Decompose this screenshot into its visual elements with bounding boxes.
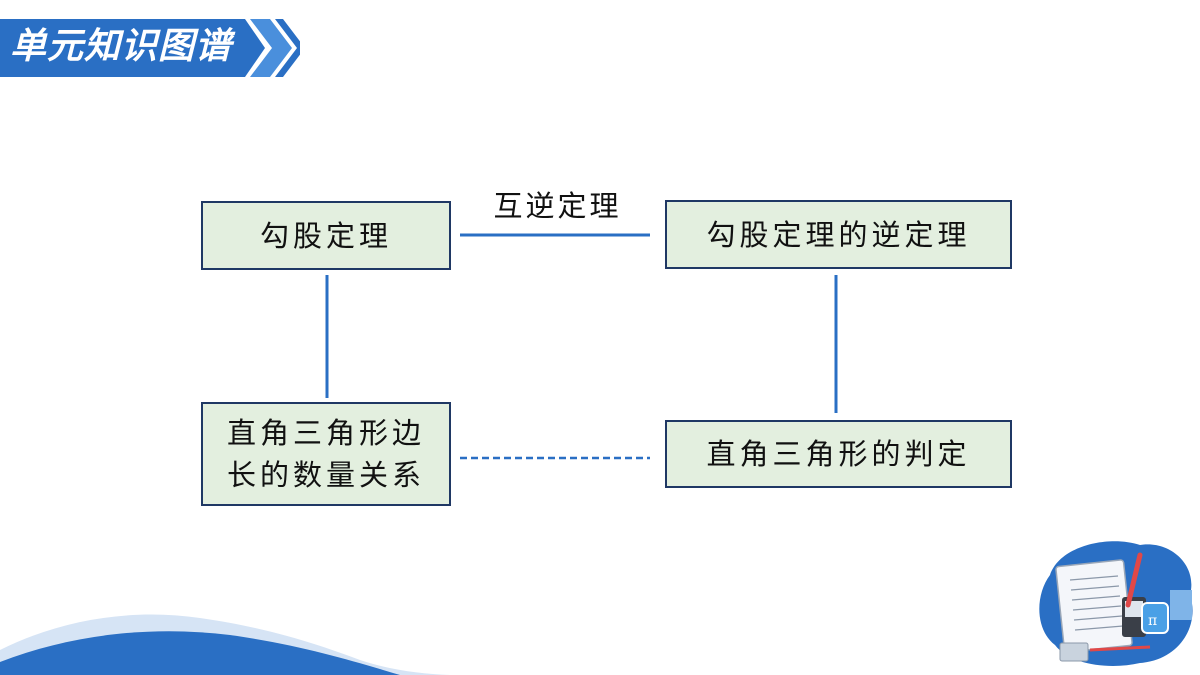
- header-banner: [0, 19, 300, 77]
- svg-text:π: π: [1148, 613, 1157, 629]
- math-illustration: π: [1039, 541, 1193, 666]
- node-pythagorean-theorem-text: 勾股定理: [259, 218, 392, 253]
- decorative-wave: [0, 614, 450, 675]
- node-side-relation: 直角三角形边 长的数量关系: [201, 402, 451, 506]
- node-side-relation-line1: 直角三角形边: [226, 416, 425, 450]
- node-converse-theorem-text: 勾股定理的逆定理: [706, 217, 971, 252]
- node-pythagorean-theorem: 勾股定理: [201, 201, 451, 270]
- node-right-triangle-test-text: 直角三角形的判定: [706, 437, 971, 471]
- node-right-triangle-test: 直角三角形的判定: [665, 420, 1012, 488]
- page-title: 单元知识图谱: [10, 26, 233, 67]
- converse-theorem-label: 互逆定理: [493, 189, 622, 223]
- node-side-relation-line2: 长的数量关系: [226, 458, 425, 492]
- node-converse-theorem: 勾股定理的逆定理: [665, 200, 1012, 269]
